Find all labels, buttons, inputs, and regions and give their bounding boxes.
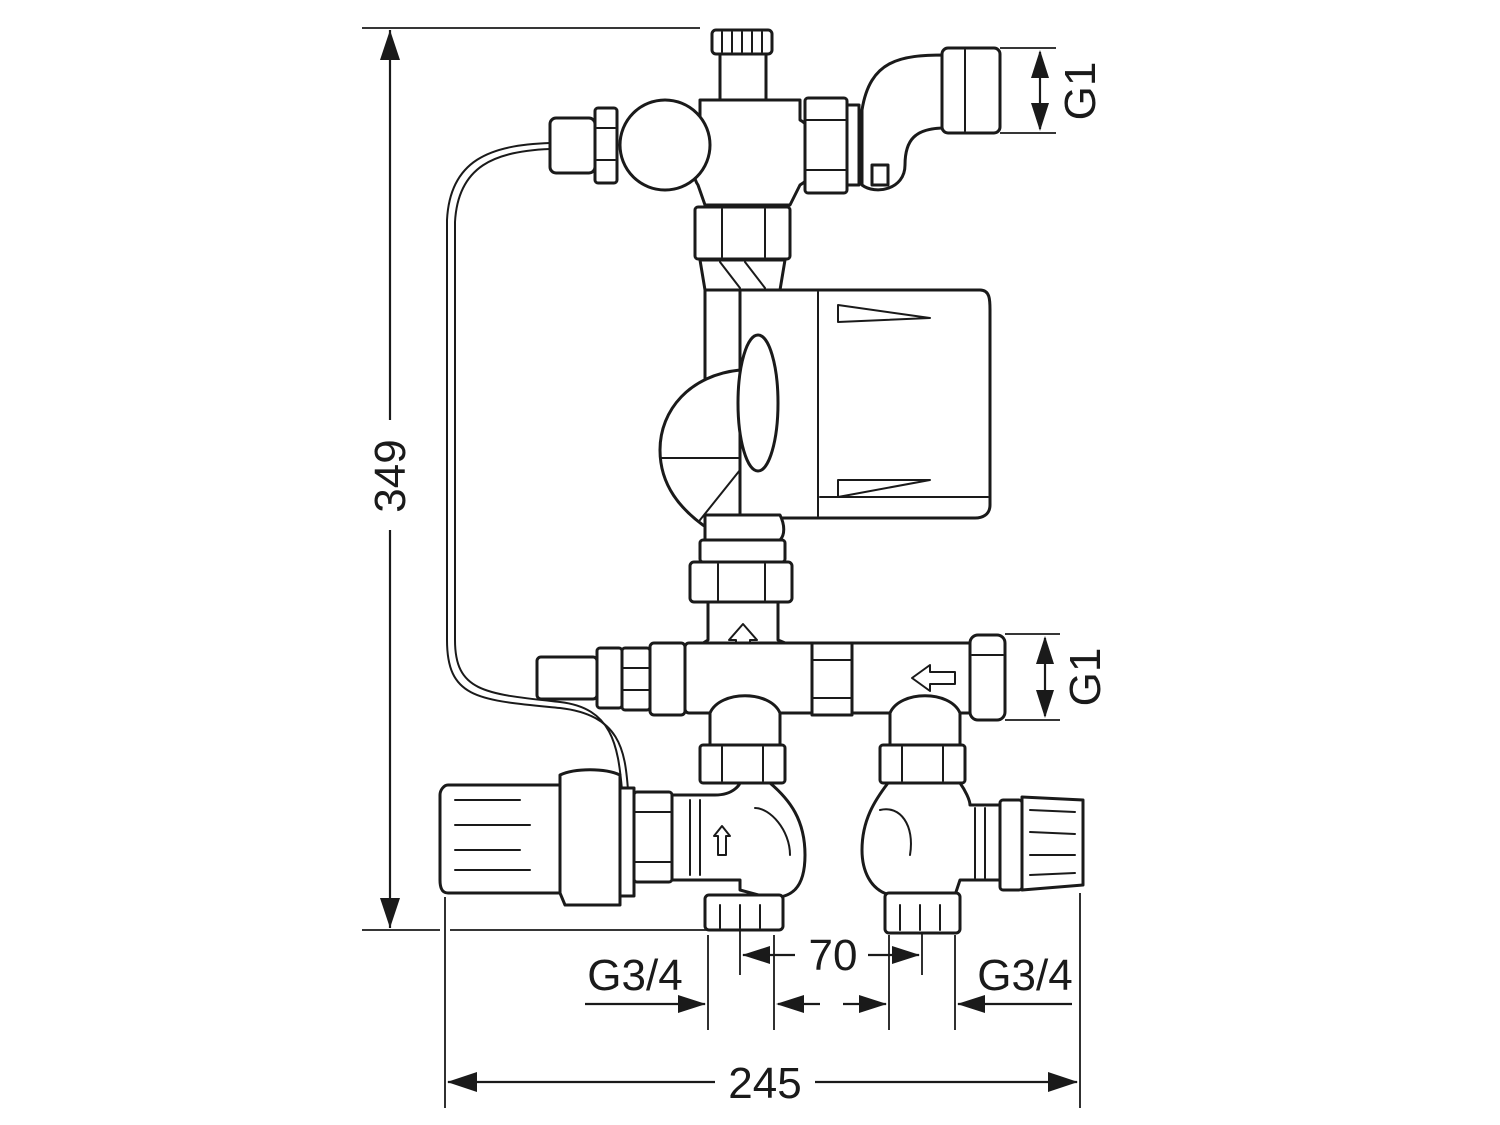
dimension-right-g34: G3/4 [843,935,1073,1030]
thermostatic-head [438,768,674,907]
dimension-height: 349 [362,27,720,931]
bottom-right-valve [860,781,1085,935]
upper-union [693,205,792,292]
top-mixing-valve [548,28,1002,207]
dimension-width: 245 [444,893,1081,1108]
dimension-middle-g1: G1 [1005,633,1110,721]
circulation-pump [658,288,992,532]
manifold [535,600,1007,722]
axis-spacing-label: 70 [809,931,858,980]
right-g34-label: G3/4 [977,951,1072,1000]
middle-g1-label: G1 [1061,648,1110,707]
height-label: 349 [366,439,415,512]
capillary-tube-inner [454,148,623,791]
dimension-left-g34: G3/4 [585,935,820,1030]
manifold-left-outlet [698,694,787,785]
capillary-tube [446,142,629,791]
bottom-left-valve [670,781,807,932]
manifold-right-outlet [878,694,967,785]
dimension-top-g1: G1 [1000,47,1105,134]
left-g34-label: G3/4 [587,951,682,1000]
lower-union [688,513,794,604]
width-label: 245 [728,1059,801,1108]
top-g1-label: G1 [1056,62,1105,121]
